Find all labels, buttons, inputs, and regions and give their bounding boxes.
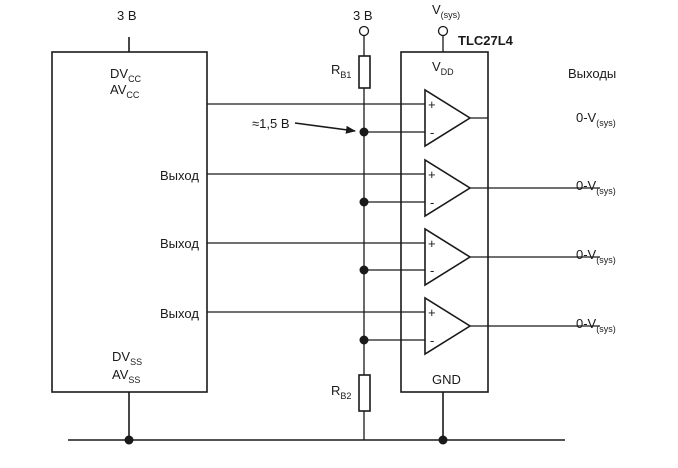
opamp-2-ref-junction bbox=[359, 197, 369, 207]
divider-supply-label: 3 В bbox=[353, 8, 373, 23]
dvcc-label: DVCC bbox=[110, 66, 142, 84]
opamp-4-minus-sign: - bbox=[430, 333, 434, 348]
adc-output-label-2: Выход bbox=[160, 236, 199, 251]
output-label-2: 0-V(sys) bbox=[576, 178, 616, 196]
adc-output-label-1: Выход bbox=[160, 168, 199, 183]
divider-supply-terminal bbox=[358, 25, 370, 37]
avcc-label: AVCC bbox=[110, 82, 140, 100]
resistor-rb2 bbox=[358, 374, 371, 412]
dvss-label: DVSS bbox=[112, 349, 142, 367]
opamp-4-ref-junction bbox=[359, 335, 369, 345]
opamp-2: + - bbox=[207, 158, 600, 218]
opamp-1: + - bbox=[207, 88, 488, 148]
gnd-label: GND bbox=[432, 372, 461, 387]
midpoint-arrow bbox=[294, 122, 356, 134]
opamp-4: + - bbox=[207, 296, 600, 356]
adc-output-label-3: Выход bbox=[160, 306, 199, 321]
opamp-3: + - bbox=[207, 227, 600, 287]
adc-ground-junction bbox=[124, 435, 134, 445]
part-number-label: TLC27L4 bbox=[458, 33, 514, 48]
opamp-1-triangle bbox=[424, 88, 472, 148]
opamp-1-minus-sign: - bbox=[430, 125, 434, 140]
output-label-1: 0-V(sys) bbox=[576, 110, 616, 128]
opamp-4-triangle bbox=[424, 296, 472, 356]
opamp-2-plus-sign: + bbox=[428, 167, 436, 182]
midpoint-voltage-label: ≈1,5 В bbox=[252, 116, 290, 131]
output-label-4: 0-V(sys) bbox=[576, 316, 616, 334]
rb1-label: RB1 bbox=[331, 62, 351, 80]
adc-supply-label: 3 В bbox=[117, 8, 137, 23]
adc-block bbox=[51, 51, 208, 393]
vdd-label: VDD bbox=[432, 59, 454, 77]
opamp-4-plus-sign: + bbox=[428, 305, 436, 320]
opamp-3-minus-sign: - bbox=[430, 263, 434, 278]
opamp-3-plus-sign: + bbox=[428, 236, 436, 251]
opamp-1-ref-junction bbox=[359, 127, 369, 137]
opamp-3-triangle bbox=[424, 227, 472, 287]
outputs-title: Выходы bbox=[568, 66, 616, 81]
output-label-3: 0-V(sys) bbox=[576, 247, 616, 265]
opamp-ground-junction bbox=[438, 435, 448, 445]
opamp-1-plus-sign: + bbox=[428, 97, 436, 112]
vsys-terminal bbox=[437, 25, 449, 37]
vsys-label: V(sys) bbox=[432, 2, 460, 20]
avss-label: AVSS bbox=[112, 367, 140, 385]
rb2-label: RB2 bbox=[331, 383, 351, 401]
opamp-2-triangle bbox=[424, 158, 472, 218]
opamp-3-ref-junction bbox=[359, 265, 369, 275]
opamp-2-minus-sign: - bbox=[430, 195, 434, 210]
resistor-rb1 bbox=[358, 55, 371, 89]
